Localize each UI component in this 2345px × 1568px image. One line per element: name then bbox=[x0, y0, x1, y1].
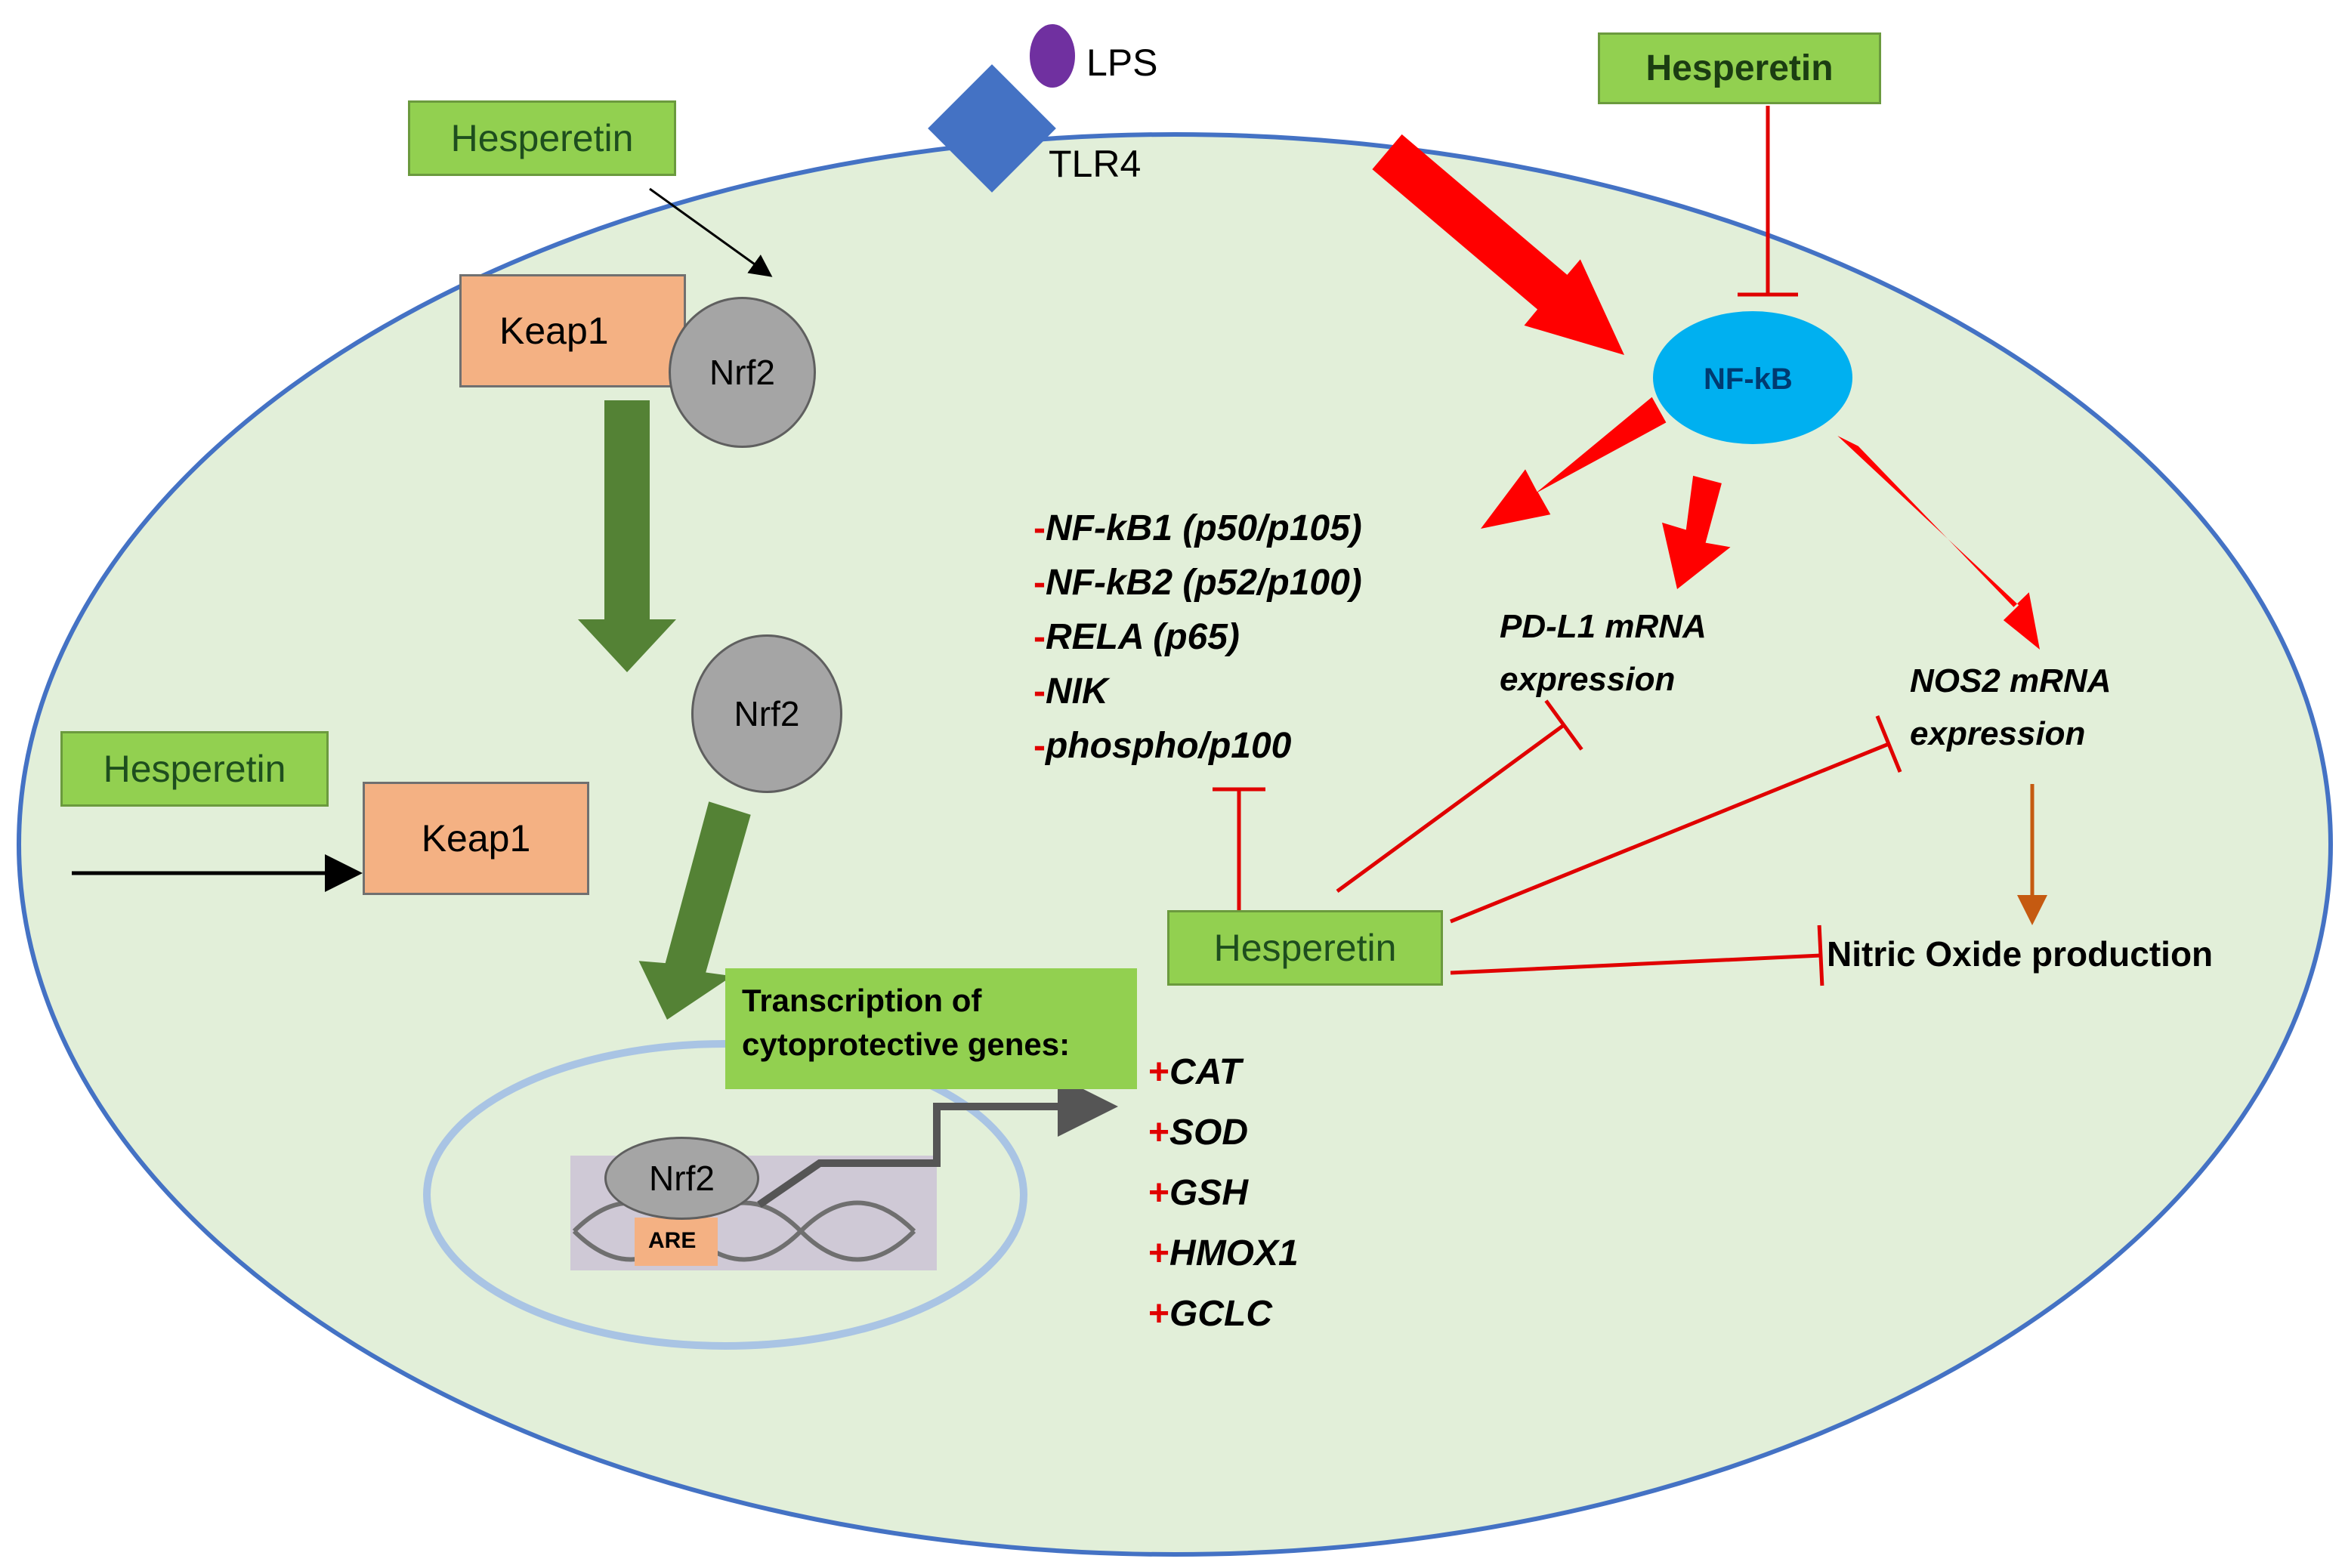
inhibition-lines bbox=[1213, 106, 1902, 986]
nfkb-target-item: -RELA (p65) bbox=[1033, 617, 1240, 657]
nfkb-target-item: -NF-kB1 (p50/p105) bbox=[1033, 508, 1362, 548]
hesperetin-to-nrf2-arrow bbox=[649, 187, 773, 277]
cytoprotective-gene-item: +HMOX1 bbox=[1148, 1233, 1299, 1273]
cytoprotective-gene-list: +CAT +SOD +GSH +HMOX1 +GCLC bbox=[1148, 1051, 1299, 1353]
nfkb-target-item: -NF-kB2 (p52/p100) bbox=[1033, 563, 1362, 603]
nfkb-to-nos2-arrow bbox=[1837, 436, 2040, 650]
cytoprotective-gene-item: +SOD bbox=[1148, 1113, 1249, 1153]
keap1-box-complex: Keap1 bbox=[459, 274, 686, 387]
hesperetin-box-nrf2: Hesperetin bbox=[408, 100, 676, 176]
tlr4-label: TLR4 bbox=[1049, 143, 1142, 185]
nfkb-to-pdl1-arrow bbox=[1662, 475, 1731, 589]
nos2-label-line-1: NOS2 mRNA bbox=[1910, 662, 2112, 699]
transcription-line-2: cytoprotective genes: bbox=[742, 1026, 1071, 1062]
nrf2-to-nucleus-arrow bbox=[638, 801, 751, 1020]
hesperetin-inhibits-pdl1-line bbox=[1336, 723, 1565, 894]
lps-molecule bbox=[1030, 24, 1075, 88]
keap1-nrf2-dissociation-arrow bbox=[578, 400, 676, 672]
nos2-label-line-2: expression bbox=[1910, 715, 2086, 752]
hesperetin-box-nfkb: Hesperetin bbox=[1598, 32, 1881, 104]
nfkb-target-item: -NIK bbox=[1033, 671, 1108, 711]
cytoprotective-gene-item: +GSH bbox=[1148, 1173, 1249, 1213]
pdl1-label-line-1: PD-L1 mRNA bbox=[1500, 608, 1707, 645]
nrf2-circle-free: Nrf2 bbox=[691, 634, 842, 793]
tlr4-to-nfkb-arrow bbox=[1372, 134, 1624, 355]
nfkb-target-list: -NF-kB1 (p50/p105) -NF-kB2 (p52/p100) -R… bbox=[1033, 508, 1362, 779]
nitric-oxide-label: Nitric Oxide production bbox=[1827, 934, 2214, 974]
nrf2-circle-complex: Nrf2 bbox=[669, 297, 816, 448]
hesperetin-inhibits-no-line bbox=[1450, 953, 1821, 975]
hesperetin-box-keap1: Hesperetin bbox=[60, 731, 329, 807]
cytoprotective-gene-item: +CAT bbox=[1148, 1052, 1242, 1092]
transcription-box: Transcription of cytoprotective genes: bbox=[725, 968, 1137, 1089]
hesperetin-inhibits-no-bar bbox=[1817, 924, 1824, 986]
nfkb-target-item: -phospho/p100 bbox=[1033, 726, 1292, 766]
lps-label: LPS bbox=[1086, 42, 1158, 84]
transcription-arrow bbox=[757, 1076, 1118, 1208]
transcription-line-1: Transcription of bbox=[742, 983, 982, 1018]
keap1-box-free: Keap1 bbox=[363, 782, 589, 895]
nrf2-circle-nucleus: Nrf2 bbox=[604, 1137, 759, 1220]
hesperetin-inhibits-pdl1-bar bbox=[1544, 699, 1583, 751]
pdl1-label-line-2: expression bbox=[1500, 661, 1676, 698]
nfkb-ellipse bbox=[1653, 311, 1852, 444]
are-label: ARE bbox=[648, 1228, 697, 1253]
nfkb-label: NF-kB bbox=[1704, 363, 1793, 396]
hesperetin-inhibits-nos2-bar bbox=[1875, 715, 1902, 773]
hesperetin-inhibits-nos2-line bbox=[1450, 742, 1889, 924]
cytoprotective-gene-item: +GCLC bbox=[1148, 1294, 1273, 1334]
tlr4-receptor bbox=[928, 64, 1056, 193]
nfkb-to-nfkb1-arrow bbox=[1481, 397, 1667, 529]
hesperetin-box-center: Hesperetin bbox=[1167, 910, 1443, 986]
are-box bbox=[635, 1218, 718, 1266]
